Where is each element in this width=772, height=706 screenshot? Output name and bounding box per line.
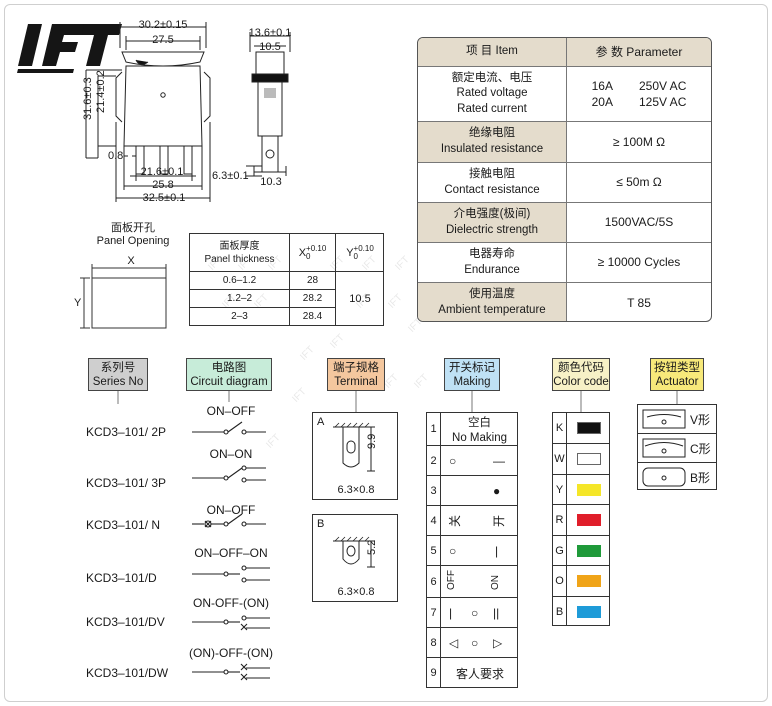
dim-pin-thickness: 0.8 bbox=[108, 150, 124, 162]
color-swatch bbox=[577, 606, 601, 618]
actuator-c-icon bbox=[642, 438, 686, 458]
panel-opening-drawing bbox=[80, 264, 167, 329]
dim-base-total: 32.5±0.1 bbox=[142, 192, 186, 204]
dim-side-width-top: 13.6±0.1 bbox=[248, 27, 292, 39]
spec-row-temperature: 使用温度 Ambient temperature T 85 bbox=[418, 282, 711, 321]
terminal-b: B 5.2 6.3×0.8 bbox=[312, 514, 398, 602]
terminal-b-drawing bbox=[333, 536, 375, 568]
series-item: KCD3–101/DV bbox=[86, 615, 165, 629]
color-row: K bbox=[553, 413, 609, 443]
color-code-table: K W Y R G O B bbox=[552, 412, 610, 626]
dim-height-total: 31.6±0.3 bbox=[82, 77, 94, 120]
making-row: 7 | ○ || bbox=[427, 597, 517, 627]
actuator-b-icon bbox=[642, 467, 686, 487]
spec-row-rated: 额定电流、电压 Rated voltage Rated current 16A … bbox=[418, 66, 711, 121]
switch-side-drawing bbox=[246, 32, 291, 177]
making-row: 9 客人要求 bbox=[427, 657, 517, 688]
dim-overall-width: 30.2±0.15 bbox=[138, 19, 188, 31]
panel-x-label: X bbox=[127, 255, 135, 267]
color-row: Y bbox=[553, 474, 609, 504]
terminal-a-size: 6.3×0.8 bbox=[337, 484, 375, 496]
making-row: 8 ◁ ○ ▷ bbox=[427, 627, 517, 657]
terminal-b-size: 6.3×0.8 bbox=[337, 586, 375, 598]
dim-pin-span: 21.6±0.1 bbox=[140, 166, 184, 178]
spec-row-endurance: 电器寿命 Endurance ≥ 10000 Cycles bbox=[418, 242, 711, 282]
actuator-row: V形 bbox=[638, 405, 716, 433]
terminal-a-drawing bbox=[333, 422, 375, 472]
dim-terminal-width: 6.3±0.1 bbox=[212, 170, 249, 182]
color-row: R bbox=[553, 504, 609, 535]
making-row: 3 ● bbox=[427, 475, 517, 505]
panel-y-label: Y bbox=[74, 297, 82, 309]
panel-opening-title-cn: 面板开孔 bbox=[111, 222, 155, 234]
color-swatch bbox=[577, 453, 601, 465]
circuit-diagrams bbox=[192, 421, 270, 681]
dim-height-body: 21.4±0.2 bbox=[95, 70, 107, 113]
dim-side-width-inner: 10.5 bbox=[259, 41, 281, 53]
actuator-table: V形 C形 B形 bbox=[637, 404, 717, 490]
spec-row-insulation: 绝缘电阻 Insulated resistance ≥ 100M Ω bbox=[418, 121, 711, 162]
color-swatch bbox=[577, 575, 601, 587]
circuit-label: ON–OFF bbox=[206, 503, 256, 517]
actuator-row: B形 bbox=[638, 462, 716, 490]
actuator-v-icon bbox=[642, 409, 686, 429]
series-item: KCD3–101/DW bbox=[86, 666, 169, 680]
making-row: 6 OFF ON bbox=[427, 565, 517, 597]
color-swatch bbox=[577, 514, 601, 526]
color-row: O bbox=[553, 565, 609, 596]
series-item: KCD3–101/ 2P bbox=[86, 425, 167, 439]
spec-row-dielectric: 介电强度(极间) Dielectric strength 1500VAC/5S bbox=[418, 202, 711, 242]
dim-base-width: 25.8 bbox=[152, 179, 174, 191]
terminal-a-dim: 9.9 bbox=[366, 433, 378, 449]
color-row: G bbox=[553, 535, 609, 565]
series-item: KCD3–101/D bbox=[86, 571, 157, 585]
color-swatch bbox=[577, 545, 601, 557]
switch-front-drawing bbox=[85, 22, 211, 202]
spec-header: 项 目 Item 参 数 Parameter bbox=[418, 38, 711, 66]
circuit-label: ON–ON bbox=[209, 447, 253, 461]
ift-logo bbox=[17, 24, 122, 73]
circuit-label: ON-OFF-(ON) bbox=[193, 596, 269, 610]
color-row: W bbox=[553, 443, 609, 474]
terminal-a: A 9.9 6.3×0.8 bbox=[312, 412, 398, 500]
circuit-label: ON–OFF bbox=[206, 404, 256, 418]
making-row: 5 ○ | bbox=[427, 535, 517, 565]
color-row: B bbox=[553, 596, 609, 626]
panel-opening-title-en: Panel Opening bbox=[96, 235, 170, 247]
terminal-b-dim: 5.2 bbox=[366, 539, 378, 555]
spec-row-contact: 接触电阻 Contact resistance ≤ 50m Ω bbox=[418, 162, 711, 202]
making-row: 2 ○ — bbox=[427, 445, 517, 475]
dim-side-bottom: 10.3 bbox=[260, 176, 282, 188]
color-swatch bbox=[577, 484, 601, 496]
spec-table: 项 目 Item 参 数 Parameter 额定电流、电压 Rated vol… bbox=[417, 37, 712, 322]
making-row: 4 关 开 bbox=[427, 505, 517, 535]
circuit-label: ON–OFF–ON bbox=[194, 546, 268, 560]
color-swatch bbox=[577, 422, 601, 434]
dim-inner-width: 27.5 bbox=[152, 34, 174, 46]
series-item: KCD3–101/ N bbox=[86, 518, 161, 532]
actuator-row: C形 bbox=[638, 433, 716, 462]
circuit-label: (ON)-OFF-(ON) bbox=[189, 646, 273, 660]
series-item: KCD3–101/ 3P bbox=[86, 476, 167, 490]
